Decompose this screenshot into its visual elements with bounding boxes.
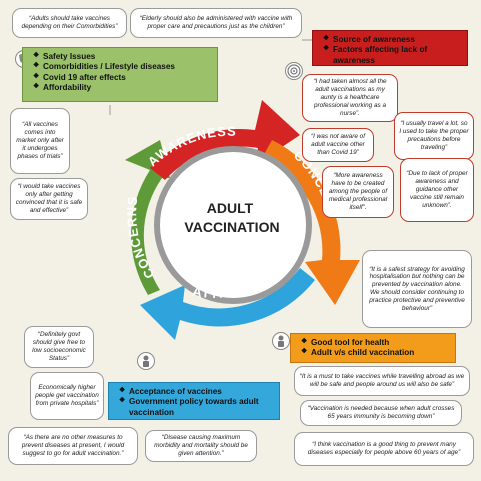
concept-item: Good tool for health <box>301 338 449 348</box>
concerns-item: Safety Issues <box>33 52 211 62</box>
concerns-item: Affordability <box>33 83 211 93</box>
concerns-item: Covid 19 after effects <box>33 73 211 83</box>
attitude-item: Acceptance of vaccines <box>119 387 273 397</box>
attitude-box: Acceptance of vaccines Government policy… <box>108 382 280 420</box>
quote-right-2: “I usually travel a lot, so I used to ta… <box>394 112 474 160</box>
quote-bottom-1: “As there are no other measures to preve… <box>8 427 138 465</box>
person-icon-right <box>272 332 290 350</box>
quote-left-1: “All vaccines comes into market only aft… <box>10 108 70 174</box>
awareness-item: Source of awareness <box>323 35 461 45</box>
quote-bottom-right-1: “It is a must to take vaccines while tra… <box>294 366 470 396</box>
center-line1: ADULT <box>207 200 254 216</box>
awareness-box: Source of awareness Factors affecting la… <box>312 30 468 66</box>
person-icon <box>137 352 155 370</box>
quote-left-3: “Definitely govt should give free to low… <box>24 326 94 368</box>
attitude-item: Government policy towards adult vaccinat… <box>119 397 273 418</box>
awareness-item: Factors affecting lack of awareness <box>323 45 461 66</box>
quote-bottom-2: “Disease causing maximum morbidity and m… <box>145 430 257 462</box>
quote-bottom-right-3: “I think vaccination is a good thing to … <box>294 432 474 466</box>
quote-top-left: “Adults should take vaccines depending o… <box>12 8 127 38</box>
center-line2: VACCINATION <box>184 219 279 235</box>
quote-left-4: Economically higher people get vaccinati… <box>30 372 104 420</box>
concept-box: Good tool for health Adult v/s child vac… <box>290 333 456 363</box>
quote-right-5: “Due to lack of proper awareness and gui… <box>400 158 474 222</box>
concerns-arc <box>125 140 170 295</box>
quote-bottom-right-2: “Vaccination is needed because when adul… <box>300 400 462 426</box>
target-icon <box>285 62 303 80</box>
quote-right-6: “It is a safest strategy for avoiding ho… <box>362 250 472 328</box>
concept-arc <box>262 140 360 305</box>
quote-top-mid: “Elderly should also be administered wit… <box>130 8 302 38</box>
quote-right-4: “More awareness have to be created among… <box>322 166 394 218</box>
concerns-box: Safety Issues Comorbidities / Lifestyle … <box>22 47 218 102</box>
quote-right-1: “I had taken almost all the adult vaccin… <box>302 74 398 122</box>
concerns-item: Comorbidities / Lifestyle diseases <box>33 62 211 72</box>
center-circle <box>154 146 312 304</box>
quote-left-2: “I would take vaccines only after gettin… <box>10 178 88 220</box>
concept-item: Adult v/s child vaccination <box>301 348 449 358</box>
quote-right-3: “I was not aware of adult vaccine other … <box>302 128 374 162</box>
